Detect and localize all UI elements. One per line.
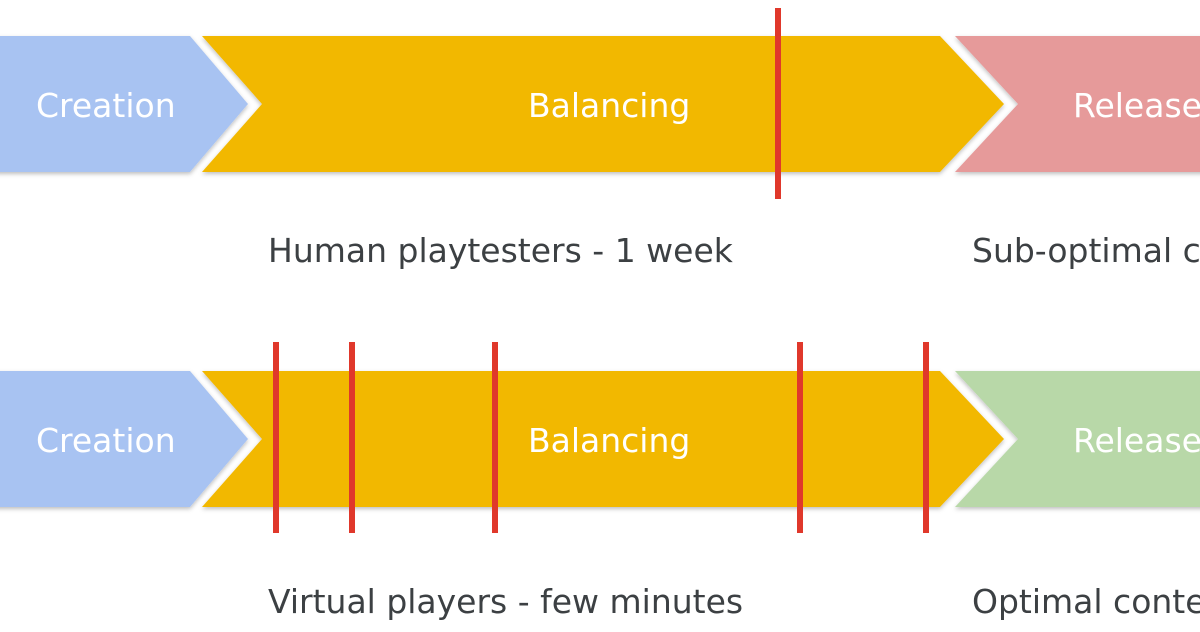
release-stage-1 bbox=[955, 36, 1200, 172]
review-marker bbox=[492, 342, 498, 533]
release-stage-2 bbox=[955, 371, 1200, 507]
review-marker bbox=[923, 342, 929, 533]
balancing-stage-2 bbox=[202, 371, 1004, 507]
review-marker bbox=[797, 342, 803, 533]
review-marker bbox=[273, 342, 279, 533]
creation-label-1: Creation bbox=[36, 86, 176, 125]
review-marker bbox=[349, 342, 355, 533]
creation-stage-2 bbox=[0, 371, 248, 507]
caption-human-playtesters: Human playtesters - 1 week bbox=[268, 231, 733, 270]
release-label-1: Release bbox=[1073, 86, 1200, 125]
balancing-label-2: Balancing bbox=[528, 421, 690, 460]
creation-stage-1 bbox=[0, 36, 248, 172]
balancing-label-1: Balancing bbox=[528, 86, 690, 125]
caption-virtual-players: Virtual players - few minutes bbox=[268, 582, 744, 621]
caption-outcome-2: Optimal conte bbox=[972, 582, 1200, 621]
review-marker bbox=[775, 8, 781, 199]
pipeline-row-1: Creation Balancing Release bbox=[0, 8, 1200, 199]
balancing-stage-1 bbox=[202, 36, 1004, 172]
caption-outcome-1: Sub-optimal c bbox=[972, 231, 1200, 270]
release-label-2: Release bbox=[1073, 421, 1200, 460]
creation-label-2: Creation bbox=[36, 421, 176, 460]
pipeline-row-2: Creation Balancing Release bbox=[0, 342, 1200, 533]
